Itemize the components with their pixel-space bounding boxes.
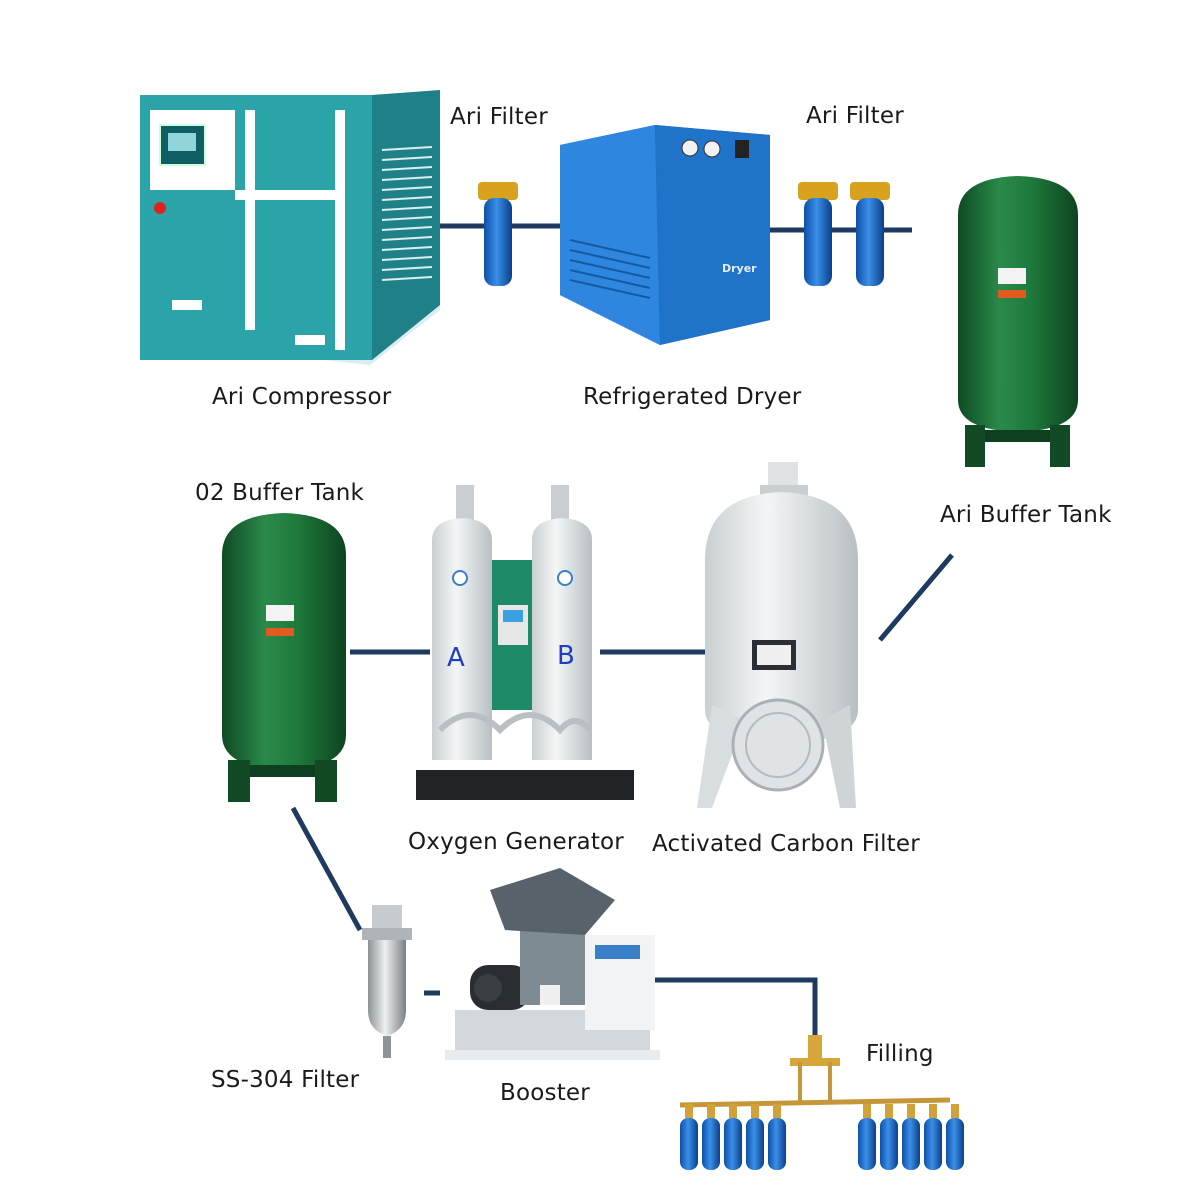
o2-buffer-tank-label: 02 Buffer Tank bbox=[195, 480, 365, 506]
cylinder-valves bbox=[685, 1104, 959, 1118]
pipe-lines bbox=[290, 223, 954, 1040]
o2-buffer-tank-icon bbox=[222, 513, 346, 802]
filling-label: Filling bbox=[866, 1041, 934, 1067]
oxygen-generator-label: Oxygen Generator bbox=[408, 829, 624, 855]
cylinder-bank-right bbox=[858, 1118, 964, 1170]
activated-carbon-filter-icon bbox=[697, 462, 858, 808]
ss304-filter-label: SS-304 Filter bbox=[211, 1067, 360, 1093]
refrigerated-dryer-label: Refrigerated Dryer bbox=[583, 384, 802, 410]
air-filter-label-2: Ari Filter bbox=[806, 103, 904, 129]
filling-manifold bbox=[679, 1035, 951, 1108]
activated-carbon-filter-label: Activated Carbon Filter bbox=[652, 831, 920, 857]
dryer-panel-text: Dryer bbox=[722, 262, 757, 275]
air-filter-icon bbox=[478, 182, 518, 286]
booster-compressor-icon bbox=[445, 868, 660, 1060]
ss304-filter-icon bbox=[362, 905, 412, 1058]
air-filter-label-1: Ari Filter bbox=[450, 104, 548, 130]
oxygen-generator-icon: A B bbox=[416, 485, 634, 800]
air-buffer-tank-label: Ari Buffer Tank bbox=[940, 502, 1112, 528]
tower-b-label: B bbox=[557, 641, 575, 671]
air-compressor-unit bbox=[140, 90, 440, 365]
air-compressor-label: Ari Compressor bbox=[212, 384, 392, 410]
cylinder-bank-left bbox=[680, 1118, 786, 1170]
tower-a-label: A bbox=[447, 643, 465, 673]
refrigerated-dryer-unit: Dryer bbox=[560, 125, 770, 345]
booster-label: Booster bbox=[500, 1080, 590, 1106]
air-buffer-tank-icon bbox=[958, 176, 1078, 467]
air-filter-pair-icon bbox=[798, 182, 890, 286]
